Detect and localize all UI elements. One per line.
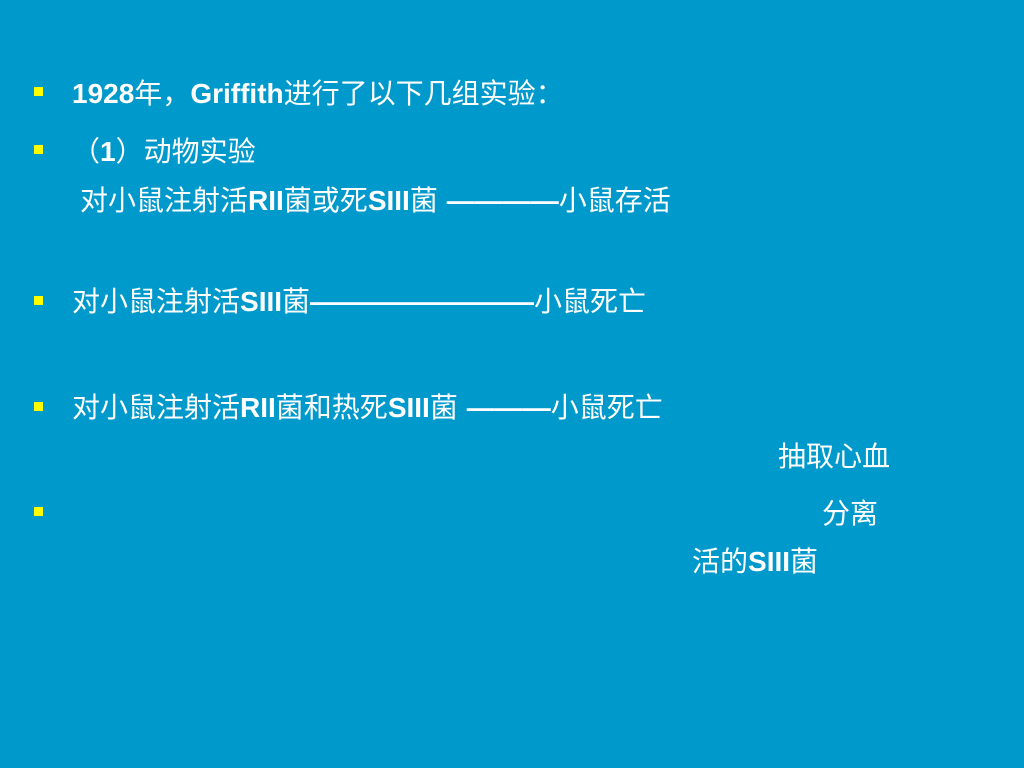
text-line-5: 对小鼠注射活RII菌和热死SIII菌 ———小鼠死亡 <box>72 391 663 425</box>
text-segment: 菌 <box>790 545 819 578</box>
text-segment: 对小鼠注射活 <box>80 184 249 217</box>
text-line-7: 分离 <box>822 497 878 531</box>
text-segment: 对小鼠注射活 <box>72 285 241 318</box>
text-segment: 菌 <box>282 285 311 318</box>
text-segment: 进行了以下几组实验： <box>283 77 564 110</box>
text-segment: 小鼠存活 <box>558 184 671 217</box>
strain-label: RII <box>248 185 284 216</box>
bullet-marker <box>34 145 43 154</box>
text-segment: 年， <box>134 77 191 110</box>
year-text: 1928 <box>72 78 135 109</box>
number-text: 1 <box>100 136 116 167</box>
text-segment: 菌和热死 <box>275 391 388 424</box>
bullet-marker <box>34 296 43 305</box>
text-segment: 分离 <box>822 497 879 530</box>
text-line-1: 1928年，Griffith进行了以下几组实验： <box>72 77 564 111</box>
text-segment: 菌或死 <box>283 184 368 217</box>
bullet-marker <box>34 507 43 516</box>
text-segment: 活的 <box>692 545 749 578</box>
text-segment: 对小鼠注射活 <box>72 391 241 424</box>
text-line-3: 对小鼠注射活RII菌或死SIII菌 ————小鼠存活 <box>80 184 671 218</box>
text-segment: 菌 <box>409 184 447 217</box>
text-line-6: 抽取心血 <box>778 440 890 474</box>
strain-label: SIII <box>387 392 430 423</box>
arrow-dash: ——— <box>466 392 551 423</box>
arrow-dash: ———— <box>446 185 559 216</box>
arrow-dash: ———————— <box>310 286 535 317</box>
bullet-marker <box>34 87 43 96</box>
text-segment: ）动物实验 <box>115 135 256 168</box>
text-segment: 菌 <box>429 391 467 424</box>
text-segment: （ <box>72 135 101 168</box>
text-line-4: 对小鼠注射活SIII菌————————小鼠死亡 <box>72 285 646 319</box>
text-segment: 小鼠死亡 <box>550 391 663 424</box>
text-segment: 小鼠死亡 <box>534 285 647 318</box>
text-line-8: 活的SIII菌 <box>692 545 818 579</box>
strain-label: SIII <box>748 546 791 577</box>
bullet-marker <box>34 402 43 411</box>
text-segment: 抽取心血 <box>778 440 891 473</box>
strain-label: RII <box>240 392 276 423</box>
strain-label: SIII <box>240 286 283 317</box>
scientist-name: Griffith <box>190 78 284 109</box>
strain-label: SIII <box>367 185 410 216</box>
text-line-2: （1）动物实验 <box>72 135 256 169</box>
